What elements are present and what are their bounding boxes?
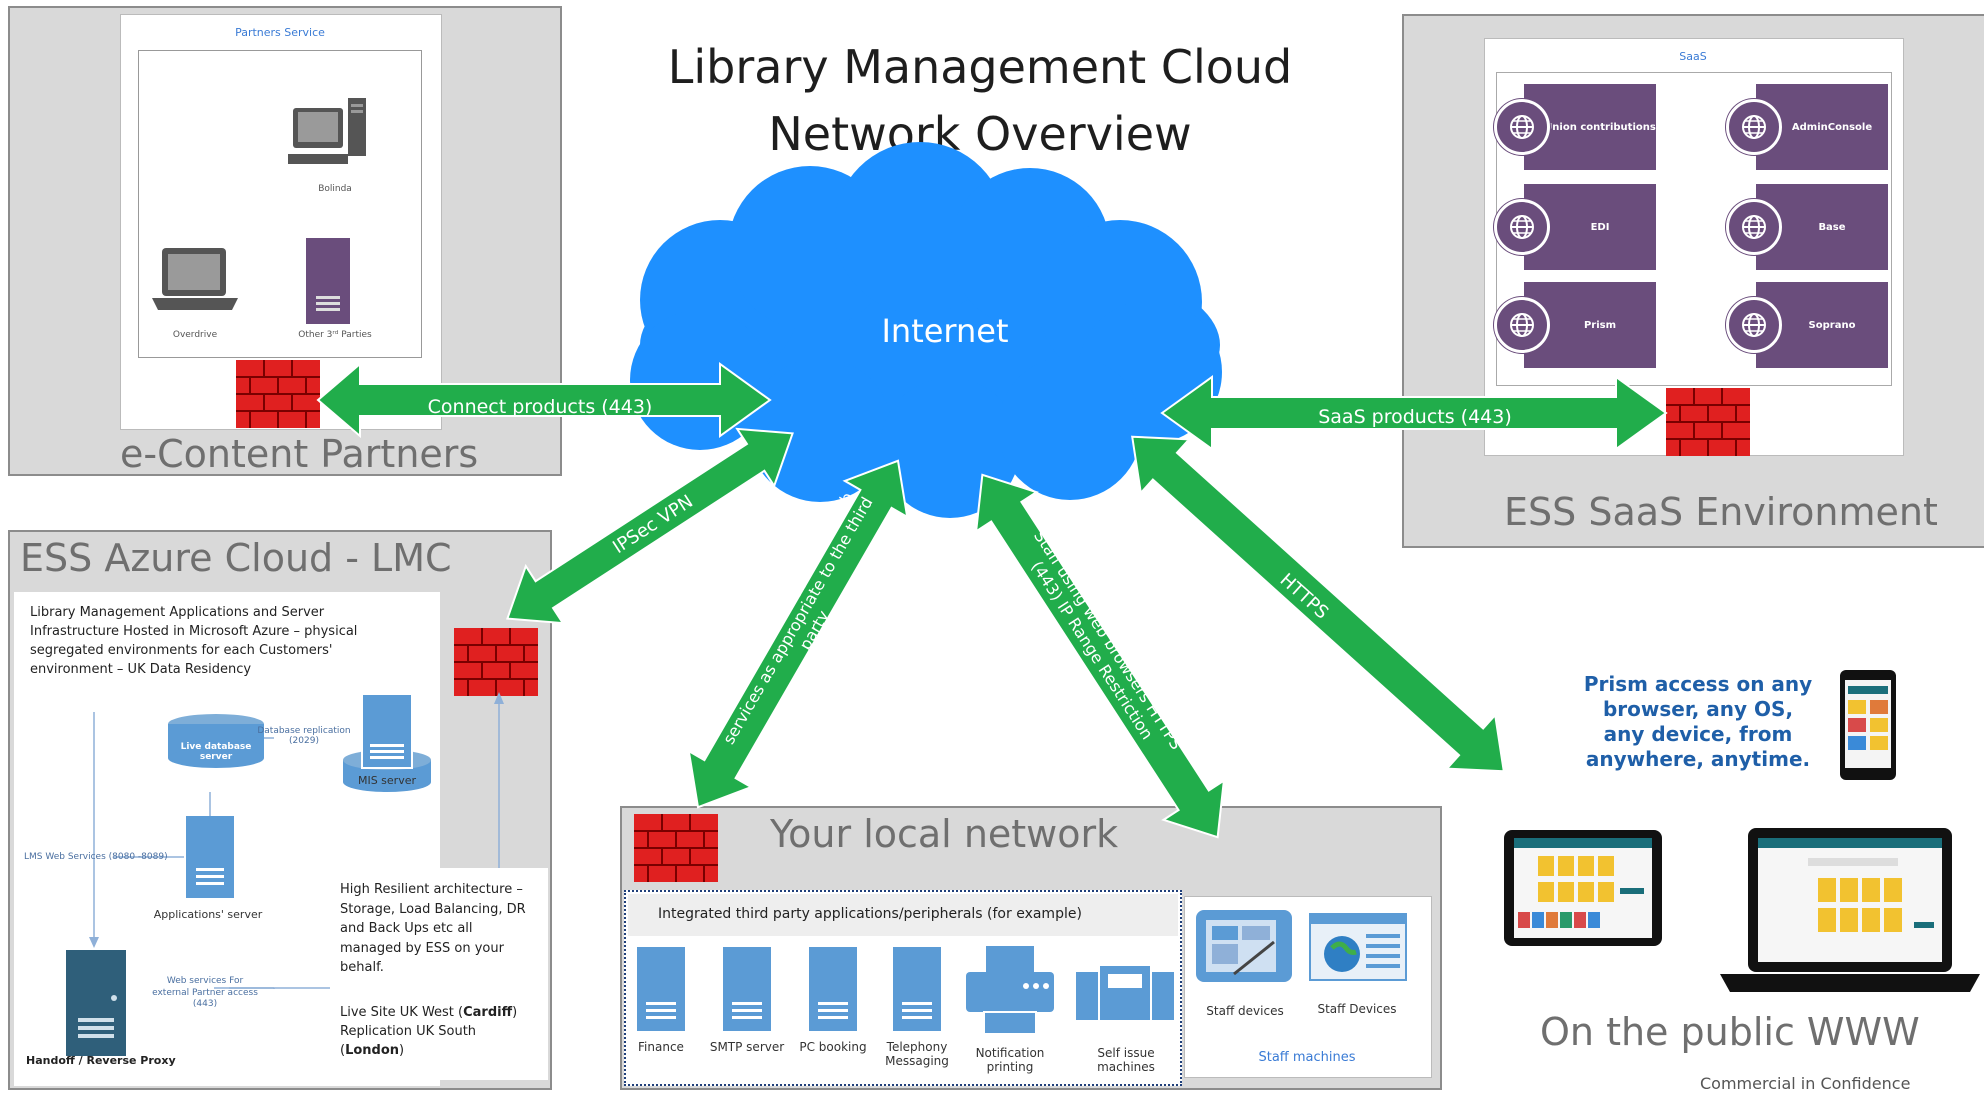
server-icon: [893, 947, 941, 1031]
laptop-device-icon: [1720, 828, 1980, 992]
globe-icon: [1726, 199, 1782, 255]
internet-label: Internet: [881, 312, 1009, 350]
live-db-label: Live database server: [180, 742, 252, 762]
live-site-text: Live Site UK West (Cardiff) Replication …: [340, 1004, 540, 1061]
globe-icon: [1494, 199, 1550, 255]
tablet-device-icon: [1504, 830, 1662, 946]
resilience-text: High Resilient architecture – Storage, L…: [340, 882, 526, 975]
staff-machines-label: Staff machines: [1258, 1050, 1356, 1065]
globe-icon: [1726, 99, 1782, 155]
server-tower-icon: [306, 238, 350, 324]
saas-item-label: AdminConsole: [1791, 121, 1873, 133]
saas-item-edi: EDI: [1494, 184, 1656, 270]
staff-devices-label-1: Staff devices: [1206, 1004, 1284, 1018]
saas-title: ESS SaaS Environment: [1504, 490, 1938, 534]
resilience-box: [330, 868, 548, 1080]
staff-devices-label-2: Staff Devices: [1317, 1002, 1397, 1016]
live-site-close: ): [512, 1005, 518, 1020]
overdrive-label: Overdrive: [172, 330, 218, 340]
title-line: Library Management Cloud: [667, 40, 1293, 94]
app-label-self-issue: Self issue machines: [1097, 1046, 1155, 1074]
local-network-title: Your local network: [770, 812, 1119, 856]
replication-close: ): [399, 1042, 405, 1058]
prism-access-text: Prism access on any browser, any OS, any…: [1583, 672, 1813, 771]
handoff-label: Handoff / Reverse Proxy: [26, 1054, 176, 1067]
connect-arrow: [316, 361, 772, 439]
server-icon: [723, 947, 771, 1031]
saas-inner-label: SaaS: [1679, 50, 1707, 63]
firewall-icon: [236, 360, 320, 428]
other-parties-label: Other 3ʳᵈ Parties: [298, 330, 372, 340]
app-label-finance: Finance: [638, 1040, 684, 1054]
printer-icon: [966, 946, 1054, 1035]
firewall-icon: [454, 628, 538, 696]
saas-item-label: Base: [1818, 221, 1846, 233]
title-line: Network Overview: [768, 106, 1192, 161]
globe-icon: [1726, 297, 1782, 353]
azure-title: ESS Azure Cloud - LMC: [20, 536, 452, 580]
lms-web-services-label: LMS Web Services (8080 -8089): [24, 852, 168, 862]
public-www-title: On the public WWW: [1540, 1010, 1920, 1054]
integrated-apps-label: Integrated third party applications/peri…: [658, 906, 1082, 922]
app-label-smtp: SMTP server: [709, 1040, 785, 1054]
saas-item-union: Union contributions: [1494, 84, 1656, 170]
https-arrow: [1131, 435, 1505, 773]
app-server-label: Applications' server: [153, 908, 263, 921]
saas-item-label: Soprano: [1808, 319, 1856, 331]
desktop-computer-icon: [288, 98, 366, 164]
browser-globe-icon: [1309, 913, 1407, 981]
saas-item-label: Union contributions: [1544, 121, 1656, 133]
server-icon: [186, 816, 234, 898]
saas-item-soprano: Soprano: [1726, 282, 1888, 368]
econtent-title: e-Content Partners: [120, 432, 479, 476]
firewall-icon: [634, 814, 718, 882]
server-icon: [809, 947, 857, 1031]
replication-city: London: [345, 1042, 400, 1058]
phone-icon: [1840, 670, 1896, 780]
db-replication-label: Database replication (2029): [257, 726, 351, 746]
ipsec-api-arrow: [687, 459, 909, 809]
app-label-telephony: Telephony Messaging: [885, 1040, 949, 1068]
saas-item-adminconsole: AdminConsole: [1726, 84, 1888, 170]
saas-arrow: [1160, 375, 1668, 451]
saas-item-prism: Prism: [1494, 282, 1656, 368]
laptop-icon: [152, 248, 238, 310]
server-icon: [66, 950, 126, 1056]
ipsec-arrow: [506, 427, 794, 625]
server-icon: [637, 947, 685, 1031]
internet-cloud-icon: [630, 142, 1222, 518]
app-label-pc-booking: PC booking: [799, 1040, 867, 1054]
saas-arrow-label: SaaS products (443): [1318, 406, 1512, 428]
saas-item-base: Base: [1726, 184, 1888, 270]
app-label-notification: Notification printing: [975, 1046, 1045, 1074]
bolinda-label: Bolinda: [318, 184, 352, 194]
mis-server-label: MIS server: [357, 774, 417, 787]
live-site-prefix: Live Site UK West (: [340, 1005, 464, 1020]
kiosk-icon: [1076, 966, 1174, 1020]
saas-item-label: EDI: [1590, 221, 1610, 233]
partners-inner-frame: [138, 50, 422, 358]
azure-description: Library Management Applications and Serv…: [30, 605, 358, 677]
saas-item-label: Prism: [1583, 319, 1617, 331]
replication-prefix: Replication UK South: [340, 1023, 477, 1039]
tablet-icon: [1196, 910, 1292, 982]
web-services-note: Web services For external Partner access…: [152, 976, 258, 1010]
globe-icon: [1494, 99, 1550, 155]
database-server-icon: [168, 714, 264, 768]
connect-arrow-label: Connect products (443): [427, 396, 653, 418]
firewall-icon: [1666, 388, 1750, 456]
partners-service-label: Partners Service: [235, 26, 325, 39]
integrated-apps-header: [628, 894, 1178, 936]
globe-icon: [1494, 297, 1550, 353]
footer-confidential: Commercial in Confidence: [1700, 1074, 1911, 1093]
replication-open: (: [340, 1042, 346, 1058]
staff-https-arrow: [974, 473, 1226, 839]
server-icon: [343, 693, 431, 792]
live-site-city: Cardiff: [463, 1005, 513, 1020]
diagram-title: Library Management Cloud Network Overvie…: [610, 34, 1350, 167]
